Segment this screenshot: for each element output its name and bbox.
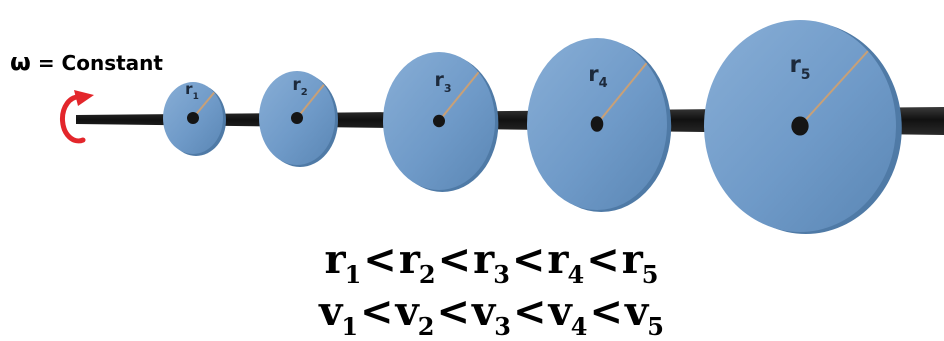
omega-text: = Constant xyxy=(38,51,163,75)
radius-term-5: r5 xyxy=(622,236,658,283)
disk-2: r2 xyxy=(259,71,338,167)
omega-constant-label: ω = Constant xyxy=(10,48,163,76)
radius-term-1: r1 xyxy=(325,236,361,283)
velocity-term-5: v5 xyxy=(625,288,663,335)
velocity-relation: v1<v2<v3<v4<v5 xyxy=(0,288,944,335)
less-than-sign: < xyxy=(586,236,619,283)
less-than-sign: < xyxy=(438,236,471,283)
less-than-sign: < xyxy=(589,288,622,335)
disk-1: r1 xyxy=(163,80,226,156)
omega-symbol: ω xyxy=(10,48,31,76)
less-than-sign: < xyxy=(363,236,396,283)
velocity-term-2: v2 xyxy=(396,288,434,335)
disk-hub xyxy=(591,116,604,131)
disk-hub xyxy=(433,115,445,127)
disk-3: r3 xyxy=(383,52,498,192)
radius-term-2: r2 xyxy=(399,236,435,283)
radius-term-4: r4 xyxy=(547,236,583,283)
less-than-sign: < xyxy=(513,288,546,335)
less-than-sign: < xyxy=(512,236,545,283)
disk-5: r5 xyxy=(704,20,902,234)
disk-hub xyxy=(791,116,808,135)
velocity-term-4: v4 xyxy=(548,288,586,335)
disk-hub xyxy=(291,112,303,124)
disk-4: r4 xyxy=(527,38,671,212)
radius-term-3: r3 xyxy=(473,236,509,283)
disk-hub xyxy=(187,112,199,124)
less-than-sign: < xyxy=(437,288,470,335)
velocity-term-1: v1 xyxy=(319,288,357,335)
velocity-term-3: v3 xyxy=(472,288,510,335)
less-than-sign: < xyxy=(360,288,393,335)
radius-relation: r1<r2<r3<r4<r5 xyxy=(0,236,944,283)
